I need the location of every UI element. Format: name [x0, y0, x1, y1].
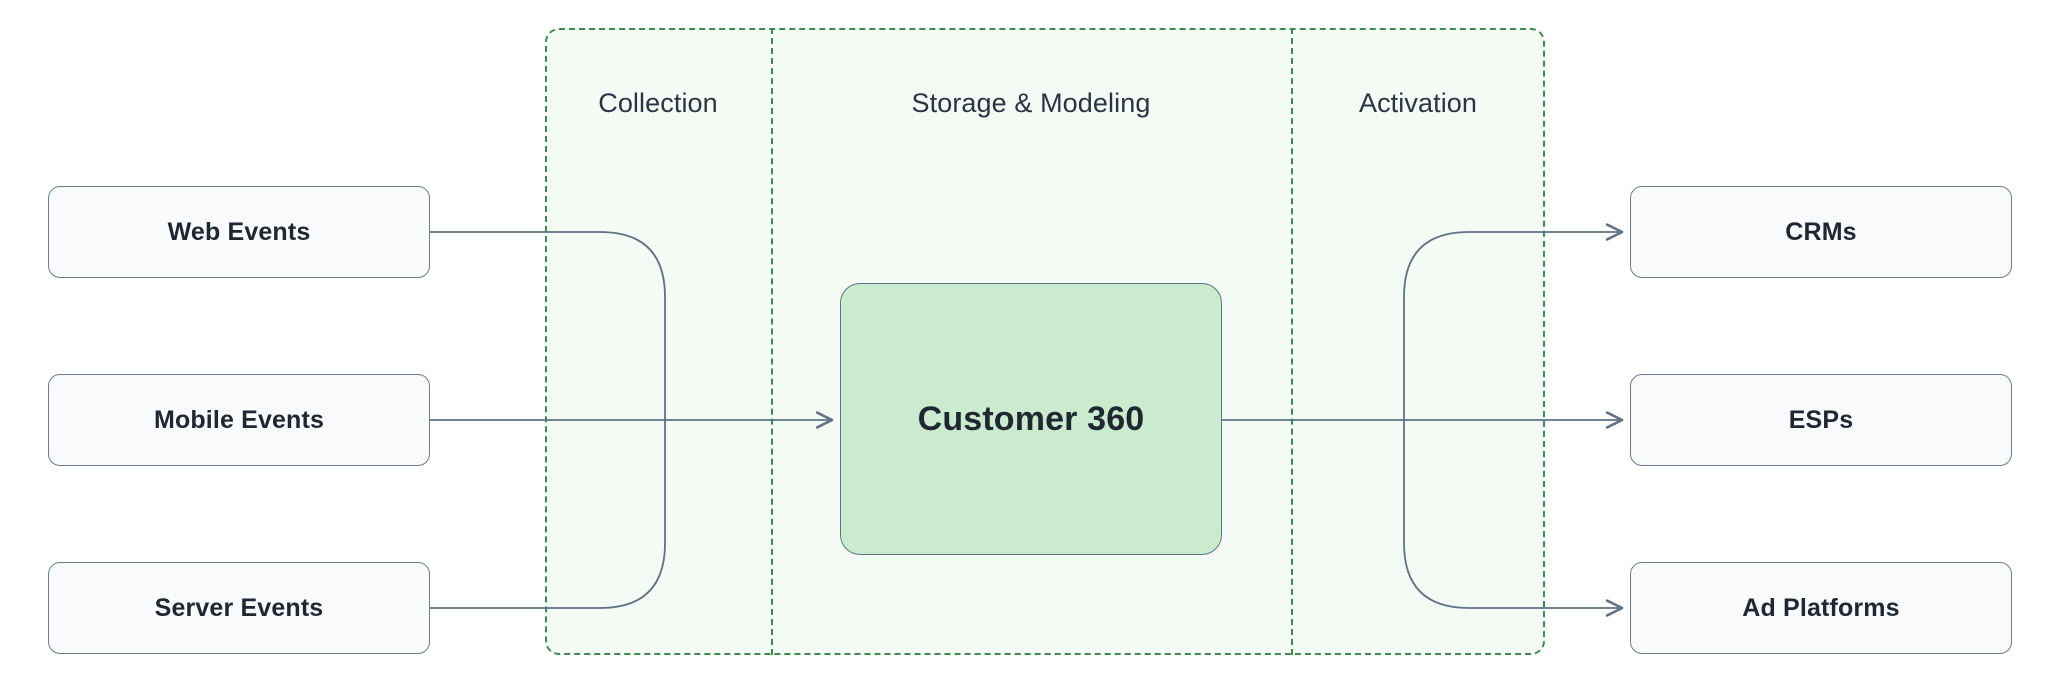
node-server-events[interactable]: Server Events	[48, 562, 430, 654]
node-label-web-events: Web Events	[167, 217, 311, 246]
zone-label-activation: Activation	[1358, 88, 1478, 118]
node-crms[interactable]: CRMs	[1630, 186, 2012, 278]
node-label-mobile-events: Mobile Events	[153, 405, 325, 434]
zone-collection[interactable]: Collection	[545, 28, 771, 655]
node-label-server-events: Server Events	[154, 593, 324, 622]
zone-label-storage-modeling: Storage & Modeling	[911, 88, 1151, 118]
node-esps[interactable]: ESPs	[1630, 374, 2012, 466]
node-customer-360[interactable]: Customer 360	[840, 283, 1222, 555]
node-web-events[interactable]: Web Events	[48, 186, 430, 278]
node-label-esps: ESPs	[1788, 405, 1854, 434]
node-label-customer-360: Customer 360	[917, 399, 1145, 438]
node-label-ad-platforms: Ad Platforms	[1742, 593, 1900, 622]
node-ad-platforms[interactable]: Ad Platforms	[1630, 562, 2012, 654]
zone-activation[interactable]: Activation	[1291, 28, 1545, 655]
node-mobile-events[interactable]: Mobile Events	[48, 374, 430, 466]
node-label-crms: CRMs	[1785, 217, 1857, 246]
zone-label-collection: Collection	[598, 88, 718, 118]
